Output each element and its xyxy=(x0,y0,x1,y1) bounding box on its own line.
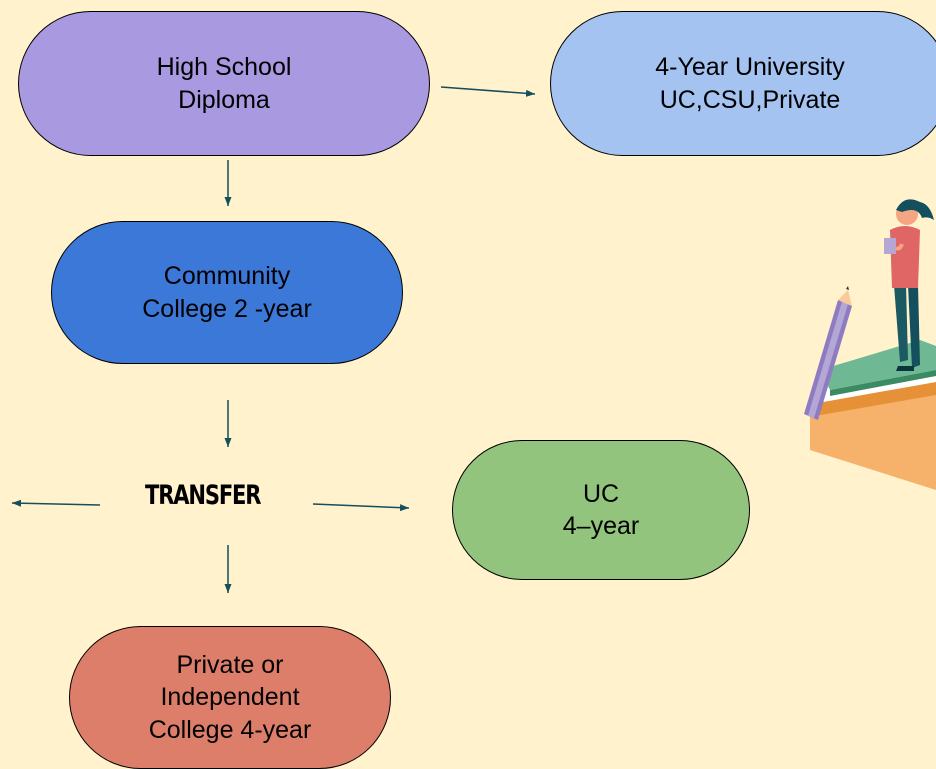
arrow-transfer-to-uc xyxy=(312,503,410,512)
student-on-books-illustration xyxy=(804,199,936,490)
student-figure-icon xyxy=(884,199,934,371)
private-college-node: Private or Independent College 4-year xyxy=(69,626,391,769)
community-college-label: Community College 2 -year xyxy=(142,262,312,323)
high-school-diploma-node: High School Diploma xyxy=(18,11,430,156)
community-college-node: Community College 2 -year xyxy=(51,221,403,364)
high-school-diploma-label: High School Diploma xyxy=(156,53,292,114)
private-college-label: Private or Independent College 4-year xyxy=(148,650,312,744)
arrow-hs-to-university xyxy=(440,86,536,97)
four-year-university-node: 4-Year University UC,CSU,Private xyxy=(550,11,936,156)
pencil-icon xyxy=(804,286,852,420)
uc-four-year-label: UC 4–year xyxy=(562,479,640,541)
uc-four-year-node: UC 4–year xyxy=(452,440,750,580)
arrow-transfer-left xyxy=(11,499,101,507)
transfer-label: TRANSFER xyxy=(145,480,261,511)
four-year-university-label: 4-Year University UC,CSU,Private xyxy=(655,53,845,114)
